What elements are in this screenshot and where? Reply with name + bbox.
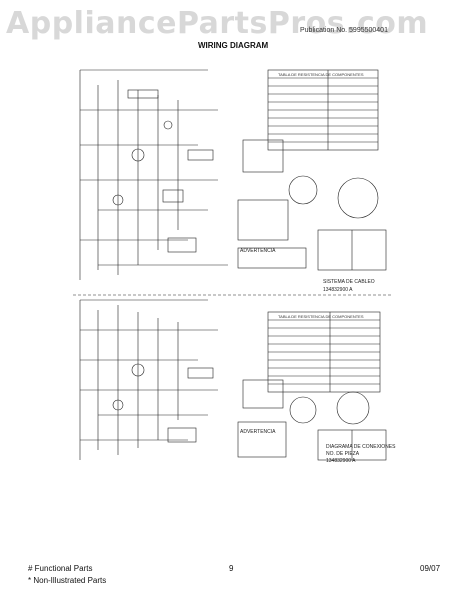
page-title: WIRING DIAGRAM bbox=[198, 41, 269, 50]
page-number: 9 bbox=[229, 564, 234, 573]
upper-schema-code: 134832900 A bbox=[323, 287, 353, 293]
watermark: AppliancePartsPros.com bbox=[6, 6, 429, 41]
legend-functional: # Functional Parts bbox=[28, 564, 93, 573]
publication-number: Publication No. 5995500401 bbox=[300, 27, 388, 34]
lower-diagram-code: 134832900 A bbox=[326, 458, 356, 464]
page-date: 09/07 bbox=[420, 564, 441, 573]
upper-schema-label: SISTEMA DE CABLEO bbox=[323, 279, 375, 285]
lower-diagram-label: DIAGRAMA DE CONEXIONES bbox=[326, 444, 396, 450]
upper-table-title: TABLA DE RESISTENCIA DE COMPONENTES bbox=[278, 72, 364, 77]
wiring-diagram: TABLA DE RESISTENCIA DE COMPONENTES ADVE… bbox=[73, 69, 396, 464]
upper-warning-label: ADVERTENCIA bbox=[240, 248, 276, 254]
lower-warning-label: ADVERTENCIA bbox=[240, 429, 276, 435]
legend-non-illustrated: * Non-Illustrated Parts bbox=[28, 576, 107, 585]
lower-diagram-sub: NO. DE PIEZA bbox=[326, 451, 360, 457]
lower-table-title: TABLA DE RESISTENCIA DE COMPONENTES bbox=[278, 314, 364, 319]
